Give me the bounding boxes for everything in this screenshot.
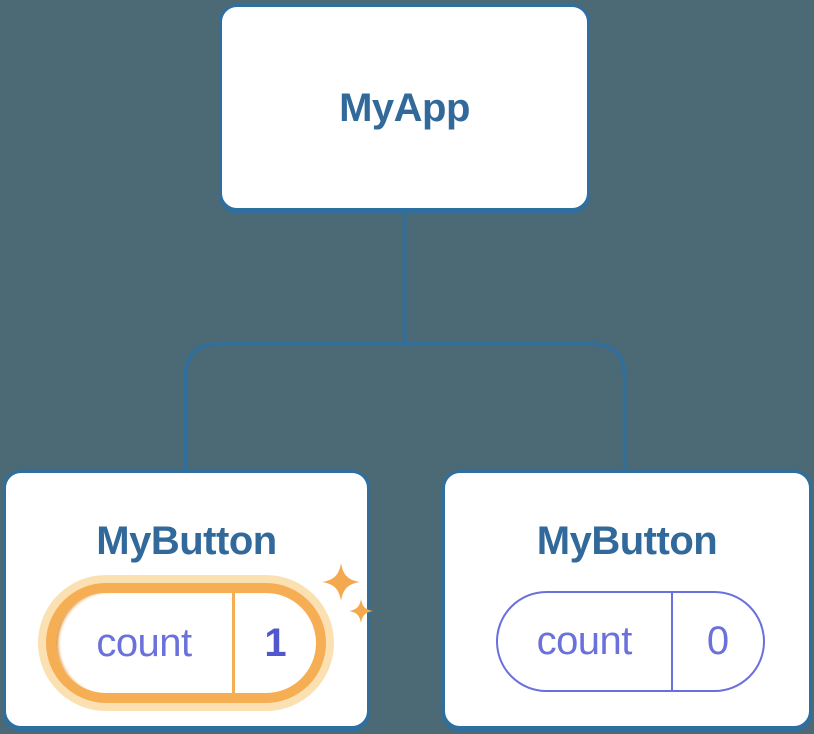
sparkle-icon-shape bbox=[322, 563, 360, 601]
component-label-mybutton-2: MyButton bbox=[536, 519, 718, 563]
connector-branch bbox=[183, 342, 627, 471]
pill-divider bbox=[232, 593, 235, 693]
state-key-label: count bbox=[96, 620, 192, 665]
pill-divider bbox=[670, 593, 673, 690]
component-node-mybutton-initial: MyButton count 0 bbox=[442, 470, 812, 729]
state-key-label: count bbox=[536, 619, 633, 663]
sparkle-icon-shape bbox=[349, 599, 373, 623]
state-pill-highlighted: count 1 bbox=[46, 583, 326, 703]
state-value: 0 bbox=[706, 619, 730, 663]
state-pill: count 0 bbox=[496, 591, 765, 692]
sparkle-icon-small bbox=[349, 599, 373, 623]
component-label-mybutton-1: MyButton bbox=[96, 519, 277, 563]
component-node-myapp: MyApp bbox=[219, 4, 590, 211]
sparkle-icon-large bbox=[322, 563, 360, 601]
component-label-myapp: MyApp bbox=[339, 85, 470, 130]
state-value: 1 bbox=[264, 620, 287, 665]
component-node-mybutton-updated: MyButton count 1 bbox=[3, 470, 373, 729]
